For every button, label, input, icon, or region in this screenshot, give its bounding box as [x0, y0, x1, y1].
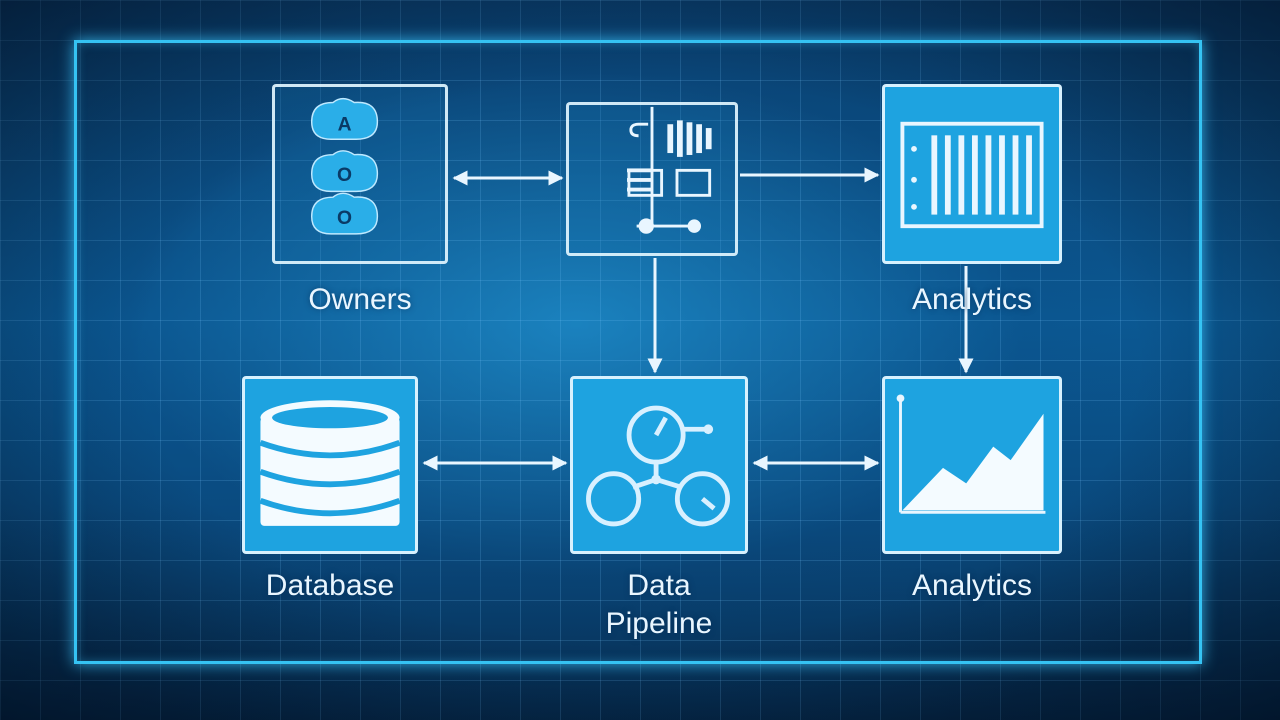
database-icon [259, 400, 401, 526]
avatar-letter-3: O [337, 208, 352, 229]
label-analytics-top: Analytics [911, 283, 1033, 316]
pipeline-nodes-icon [586, 405, 731, 527]
node-processor[interactable] [566, 102, 738, 256]
area-chart-icon [896, 394, 1046, 514]
cloud-users-icon: A O O [310, 97, 379, 235]
label-pipeline-line2: Pipeline [605, 607, 713, 640]
avatar-letter-1: A [338, 115, 352, 136]
node-analytics-bottom[interactable] [882, 376, 1062, 554]
label-pipeline-line1: Data [627, 569, 691, 602]
diagram-frame [74, 40, 1202, 664]
processing-tools-icon [627, 106, 712, 234]
avatar-letter-2: O [337, 165, 352, 186]
label-database: Database [265, 569, 395, 602]
node-analytics-top[interactable] [882, 84, 1062, 264]
label-owners: Owners [308, 283, 412, 316]
server-rack-icon [900, 121, 1044, 229]
node-owners[interactable]: A O O [272, 84, 448, 264]
node-database[interactable] [242, 376, 418, 554]
label-analytics-bottom: Analytics [911, 569, 1033, 602]
node-pipeline[interactable] [570, 376, 748, 554]
